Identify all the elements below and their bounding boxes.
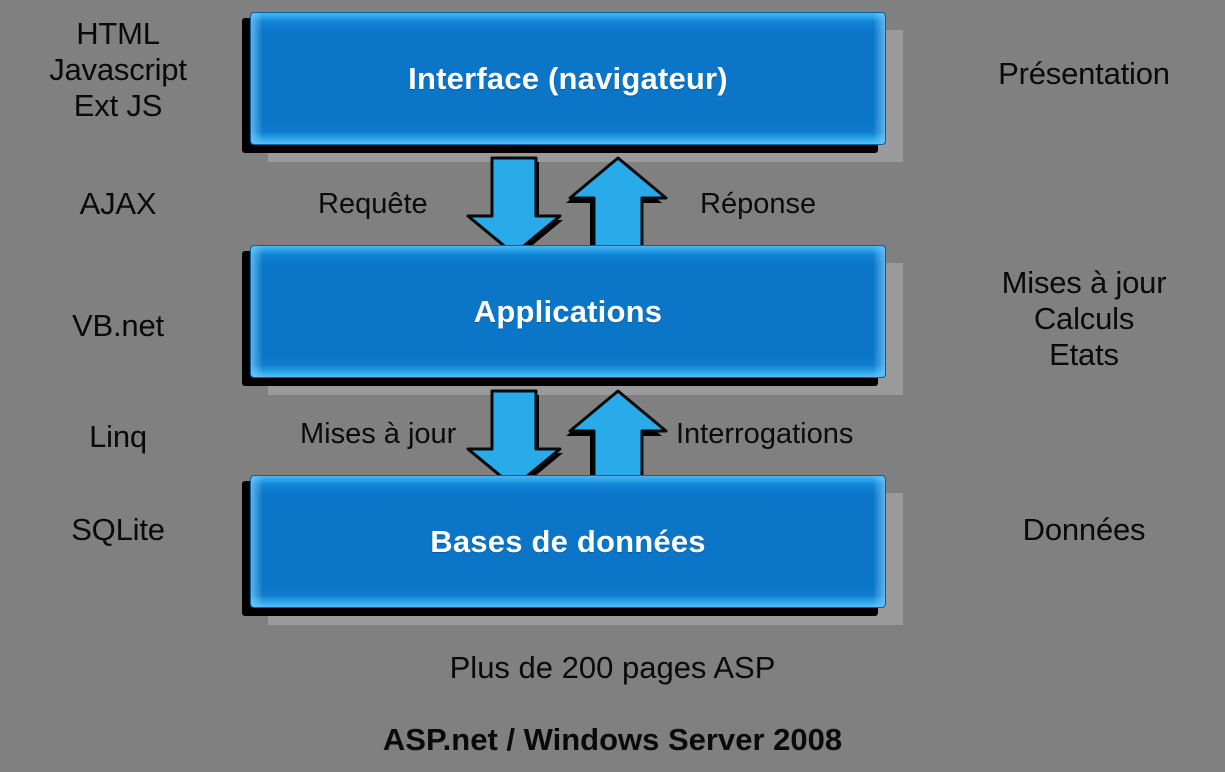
layer-box-applications[interactable]: Applications [242,245,903,395]
flow-label-mises-a-jour: Mises à jour [300,418,457,450]
layer-title-databases: Bases de données [430,523,706,559]
flow-label-interrogations: Interrogations [676,418,854,450]
left-label-linq: Linq [89,419,147,454]
layer-face: Applications [250,245,886,378]
left-label-presentation-stack: HTML Javascript Ext JS [49,16,187,123]
flow-label-reponse: Réponse [700,188,817,220]
arrow-up-icon-upper [564,155,672,255]
left-label-sqlite: SQLite [71,512,165,547]
arrow-down-icon-upper [462,155,566,255]
left-label-vbnet: VB.net [72,308,164,343]
layer-box-interface[interactable]: Interface (navigateur) [242,12,903,162]
layer-title-interface: Interface (navigateur) [408,60,728,96]
right-label-business: Mises à jour Calculs Etats [1001,265,1167,372]
layer-box-databases[interactable]: Bases de données [242,475,903,625]
arrow-up-icon-lower [564,388,672,488]
left-label-ajax: AJAX [79,186,157,221]
layer-title-applications: Applications [473,293,663,329]
caption-platform: ASP.net / Windows Server 2008 [382,722,843,757]
layer-face: Bases de données [250,475,886,608]
caption-pages-asp: Plus de 200 pages ASP [449,650,776,685]
right-label-data: Données [1022,512,1146,547]
right-label-presentation: Présentation [998,56,1170,91]
flow-label-requete: Requête [318,188,428,220]
arrow-down-icon-lower [462,388,566,488]
layer-face: Interface (navigateur) [250,12,886,145]
